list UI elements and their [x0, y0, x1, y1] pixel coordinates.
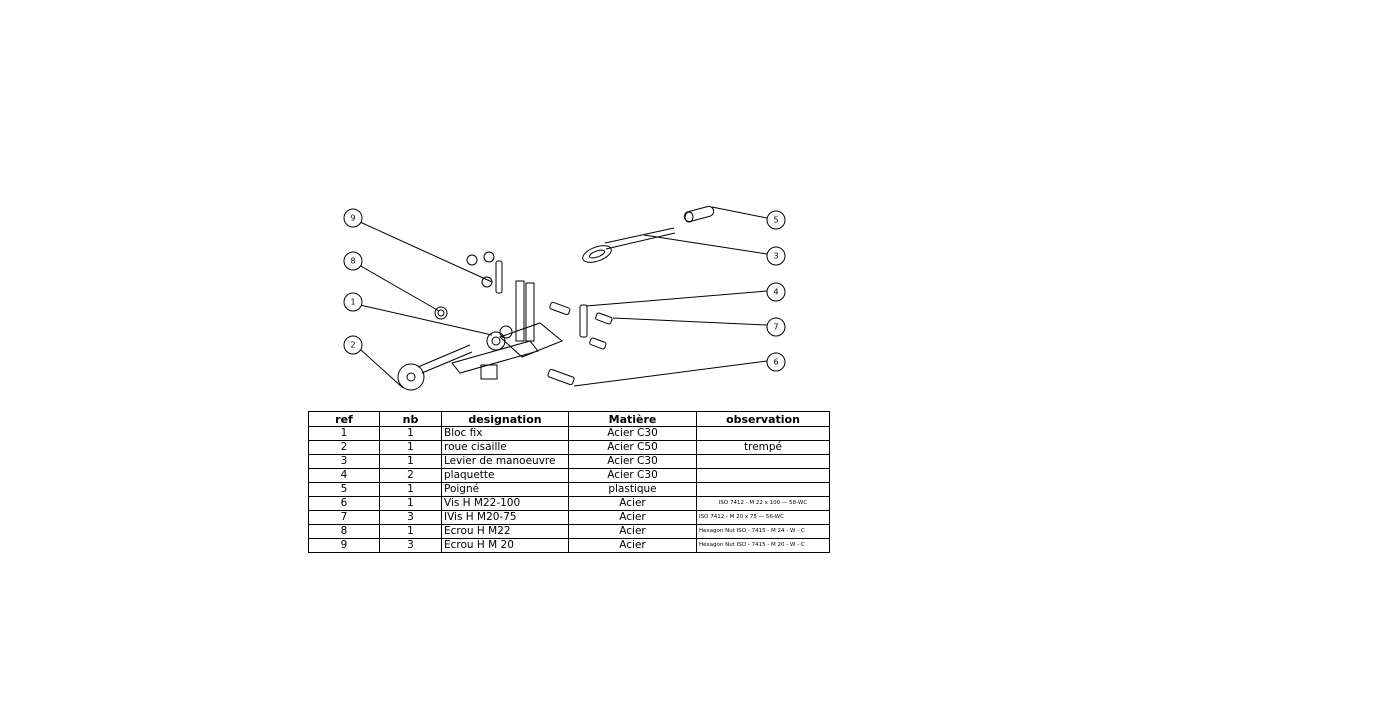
- cell-nb: 1: [379, 440, 442, 455]
- cell-nb: 3: [379, 538, 442, 553]
- callout-5-label: 5: [773, 216, 778, 225]
- leader-line-7: [612, 317, 768, 326]
- cell-designation: Vis H M22-100: [441, 496, 569, 511]
- cell-ref: 1: [308, 426, 380, 441]
- cell-matiere: Acier C50: [568, 440, 697, 455]
- cell-matiere: Acier: [568, 510, 697, 525]
- cell-matiere: Acier C30: [568, 454, 697, 469]
- leader-line-1: [359, 304, 493, 336]
- table-row: 1 1 Bloc fix Acier C30: [308, 426, 830, 441]
- cell-designation: Poigné: [441, 482, 569, 497]
- table-row: 9 3 Ecrou H M 20 Acier Hexagon Nut ISO -…: [308, 538, 830, 553]
- callout-1: 1: [343, 292, 363, 312]
- header-observation: observation: [696, 411, 830, 427]
- leader-line-9: [359, 221, 493, 283]
- cell-matiere: plastique: [568, 482, 697, 497]
- header-nb: nb: [379, 411, 442, 427]
- part-lever: [582, 227, 676, 263]
- part-nut-m22: [434, 306, 448, 320]
- cell-designation: Bloc fix: [441, 426, 569, 441]
- exploded-assembly-drawing: 9 8 1 2 5 3 4 7: [343, 205, 786, 391]
- table-row: 6 1 Vis H M22-100 Acier ISO 7412 - M 22 …: [308, 496, 830, 511]
- cell-ref: 8: [308, 524, 380, 539]
- callout-7-label: 7: [773, 323, 778, 332]
- part-fixed-block: [451, 280, 563, 380]
- callout-6-label: 6: [773, 358, 778, 367]
- cell-nb: 1: [379, 426, 442, 441]
- part-bolts: [547, 301, 613, 386]
- callout-3: 3: [766, 246, 786, 266]
- cell-matiere: Acier: [568, 524, 697, 539]
- callout-7: 7: [766, 317, 786, 337]
- callout-4: 4: [766, 282, 786, 302]
- cell-designation: plaquette: [441, 468, 569, 483]
- callout-3-label: 3: [773, 252, 778, 261]
- cell-designation: roue cisaille: [441, 440, 569, 455]
- bill-of-materials-table: ref nb designation Matière observation 1…: [308, 411, 830, 553]
- table-row: 8 1 Ecrou H M22 Acier Hexagon Nut ISO - …: [308, 524, 830, 539]
- cell-nb: 1: [379, 496, 442, 511]
- cell-ref: 6: [308, 496, 380, 511]
- cell-observation: [696, 468, 830, 483]
- cell-nb: 3: [379, 510, 442, 525]
- cell-observation: [696, 482, 830, 497]
- table-row: 3 1 Levier de manoeuvre Acier C30: [308, 454, 830, 469]
- cell-matiere: Acier C30: [568, 426, 697, 441]
- part-plate: [579, 304, 588, 338]
- cell-ref: 2: [308, 440, 380, 455]
- header-matiere: Matière: [568, 411, 697, 427]
- leader-line-5: [711, 206, 768, 219]
- table-header-row: ref nb designation Matière observation: [308, 411, 830, 427]
- cell-ref: 7: [308, 510, 380, 525]
- callout-9-label: 9: [350, 214, 355, 223]
- table-row: 7 3 IVis H M20-75 Acier ISO 7412 - M 20 …: [308, 510, 830, 525]
- cell-observation: Hexagon Nut ISO - 7415 - M 24 - W - C: [696, 524, 830, 539]
- cell-ref: 9: [308, 538, 380, 553]
- cell-nb: 1: [379, 454, 442, 469]
- part-nuts-m20: [466, 251, 503, 294]
- cell-nb: 1: [379, 482, 442, 497]
- cell-observation: ISO 7412 - M 22 x 100 — 58-WC: [696, 496, 830, 511]
- callout-2: 2: [343, 335, 363, 355]
- callout-6: 6: [766, 352, 786, 372]
- cell-nb: 1: [379, 524, 442, 539]
- leader-line-6: [573, 360, 768, 387]
- cell-ref: 3: [308, 454, 380, 469]
- cell-observation: ISO 7412 - M 20 x 75 — 56-WC: [696, 510, 830, 525]
- cell-ref: 5: [308, 482, 380, 497]
- cell-observation: Hexagon Nut ISO - 7415 - M 20 - W - C: [696, 538, 830, 553]
- part-shear-wheel: [397, 344, 473, 391]
- header-ref: ref: [308, 411, 380, 427]
- callout-8: 8: [343, 251, 363, 271]
- table-row: 4 2 plaquette Acier C30: [308, 468, 830, 483]
- header-designation: designation: [441, 411, 569, 427]
- cell-designation: Levier de manoeuvre: [441, 454, 569, 469]
- callout-9: 9: [343, 208, 363, 228]
- cell-matiere: Acier: [568, 496, 697, 511]
- cell-ref: 4: [308, 468, 380, 483]
- callout-8-label: 8: [350, 257, 355, 266]
- cell-observation: [696, 426, 830, 441]
- cell-observation: [696, 454, 830, 469]
- cell-matiere: Acier C30: [568, 468, 697, 483]
- callout-5: 5: [766, 210, 786, 230]
- callout-1-label: 1: [350, 298, 355, 307]
- leader-line-8: [358, 264, 440, 312]
- cell-observation: trempé: [696, 440, 830, 455]
- leader-line-3: [643, 234, 768, 255]
- callout-4-label: 4: [773, 288, 778, 297]
- cell-matiere: Acier: [568, 538, 697, 553]
- table-row: 2 1 roue cisaille Acier C50 trempé: [308, 440, 830, 455]
- leader-line-2: [360, 349, 404, 389]
- part-handle-grip: [683, 205, 715, 223]
- cell-designation: Ecrou H M22: [441, 524, 569, 539]
- table-row: 5 1 Poigné plastique: [308, 482, 830, 497]
- cell-designation: IVis H M20-75: [441, 510, 569, 525]
- cell-nb: 2: [379, 468, 442, 483]
- cell-designation: Ecrou H M 20: [441, 538, 569, 553]
- leader-line-4: [585, 290, 768, 307]
- callout-2-label: 2: [350, 341, 355, 350]
